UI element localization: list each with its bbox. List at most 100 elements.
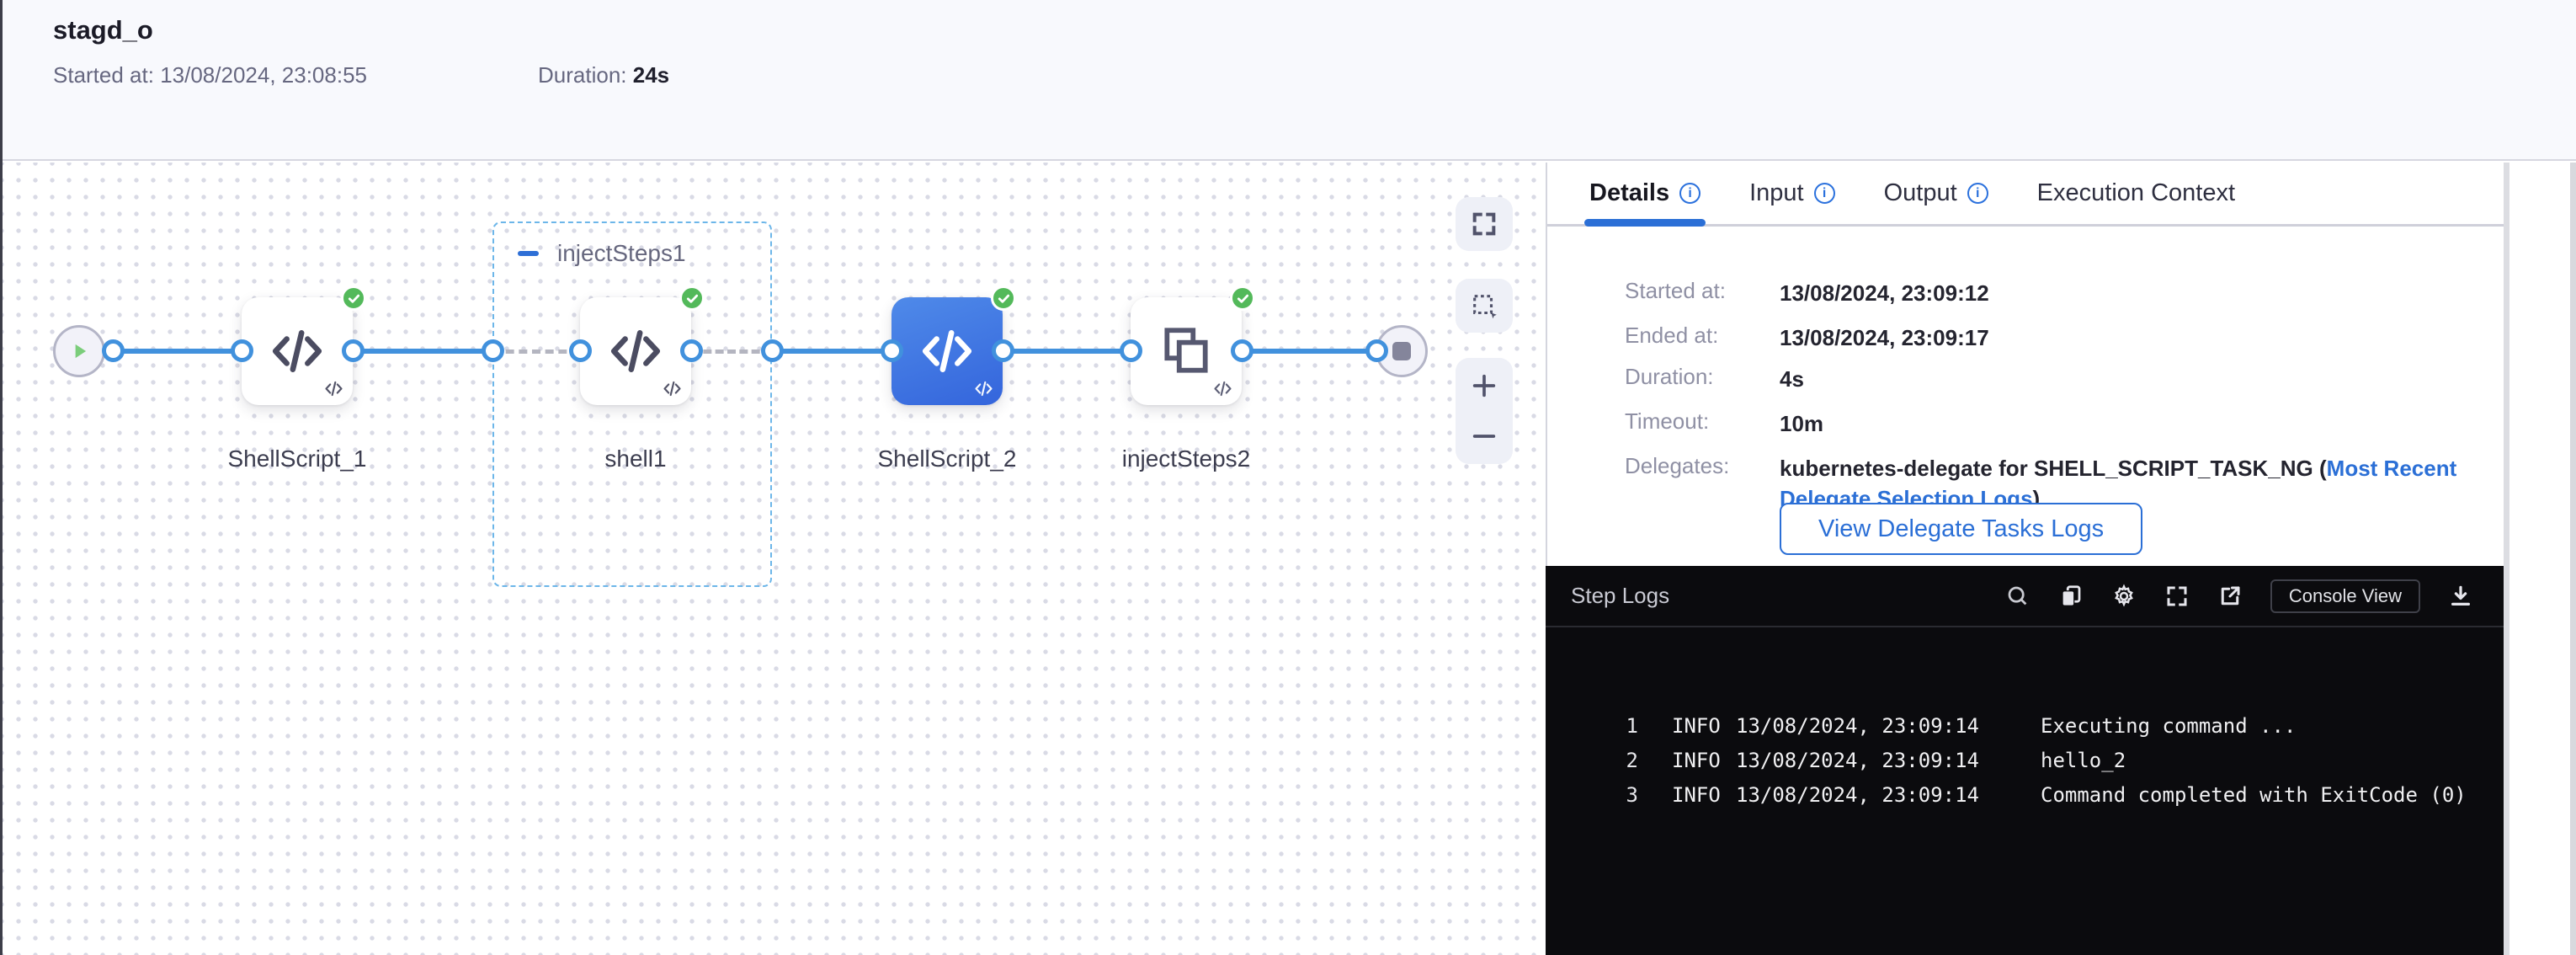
edge-group-to-shell1 [492, 349, 580, 354]
step-node-shellscript1[interactable] [242, 285, 366, 405]
log-line: 2 INFO 13/08/2024, 23:09:14 hello_2 [1626, 749, 2126, 772]
step-node-injectsteps2[interactable] [1131, 285, 1255, 405]
connector-point [482, 339, 504, 362]
log-line: 1 INFO 13/08/2024, 23:09:14 Executing co… [1626, 714, 2297, 738]
shell-script-icon [272, 330, 322, 372]
shell-script-icon [610, 330, 661, 372]
step-label-shell1: shell1 [604, 445, 667, 472]
copy-icon [2062, 584, 2081, 606]
success-check-icon [341, 285, 366, 311]
marquee-select-icon [1473, 295, 1497, 319]
download-logs-button[interactable] [2448, 584, 2473, 609]
connector-point [342, 339, 365, 362]
stage-header: stagd_o Started at: 13/08/2024, 23:08:55… [3, 0, 2576, 161]
shell-script-icon [922, 330, 972, 372]
step-group-label: injectSteps1 [557, 240, 686, 266]
gear-icon [2114, 584, 2133, 606]
open-in-new-tab-button[interactable] [2217, 584, 2243, 609]
step-label-shellscript2: ShellScript_2 [877, 445, 1017, 472]
search-icon [2008, 586, 2027, 605]
info-icon[interactable] [1679, 183, 1701, 204]
log-lines[interactable]: 1 INFO 13/08/2024, 23:09:14 Executing co… [1546, 627, 2504, 818]
code-badge-icon [1214, 381, 1232, 397]
step-node-shellscript2[interactable] [891, 285, 1016, 405]
canvas-fullscreen-button[interactable] [1456, 197, 1513, 251]
details-tabbar: Details Input Output Execution Context [1547, 163, 2504, 227]
console-view-button[interactable]: Console View [2270, 579, 2420, 613]
expand-logs-button[interactable] [2164, 584, 2190, 609]
connector-point [569, 339, 592, 362]
started-at-meta: Started at: 13/08/2024, 23:08:55 [53, 62, 367, 88]
details-scrollbar[interactable] [2504, 163, 2509, 955]
connector-point [1365, 339, 1388, 362]
step-label-injectsteps2: injectSteps2 [1121, 445, 1251, 472]
duration-meta: Duration: 24s [538, 62, 669, 88]
field-timeout: Timeout: 10m [1625, 408, 1824, 436]
download-icon [2451, 585, 2470, 606]
stop-icon [1392, 342, 1411, 360]
code-badge-icon [975, 381, 993, 397]
expand-icon [2167, 586, 2187, 606]
tab-input[interactable]: Input [1749, 163, 1835, 224]
edge-injectsteps2-to-end [1242, 349, 1376, 354]
pipeline-canvas[interactable]: injectSteps1 ShellScript_1 shell1 Sh [3, 163, 1546, 955]
duration-value: 24s [632, 62, 670, 88]
zoom-out-icon[interactable] [1470, 422, 1498, 451]
delegate-text-suffix: ) [2032, 486, 2041, 511]
step-logs-title: Step Logs [1571, 583, 1670, 608]
search-logs-button[interactable] [2005, 584, 2030, 609]
connector-point [102, 339, 125, 362]
duration-label: Duration: [538, 62, 627, 88]
page-scrollbar[interactable] [2570, 163, 2576, 955]
delegate-text: kubernetes-delegate for SHELL_SCRIPT_TAS… [1780, 456, 2327, 481]
connector-point [1120, 339, 1142, 362]
collapse-group-icon[interactable] [518, 251, 539, 256]
field-duration: Duration: 4s [1625, 364, 1804, 392]
edge-start-to-shellscript1 [113, 349, 242, 354]
edge-shellscript1-to-group [353, 349, 492, 354]
step-label-shellscript1: ShellScript_1 [227, 445, 367, 472]
tab-output[interactable]: Output [1884, 163, 1988, 224]
connector-point [1231, 339, 1253, 362]
step-group-injectSteps1[interactable] [492, 221, 772, 587]
stage-title: stagd_o [53, 15, 153, 45]
pipeline-start-node[interactable] [53, 325, 105, 377]
log-line: 3 INFO 13/08/2024, 23:09:14 Command comp… [1626, 783, 2467, 807]
edge-shell1-to-groupout [691, 349, 772, 354]
connector-point [761, 339, 784, 362]
field-ended-at: Ended at: 13/08/2024, 23:09:17 [1625, 323, 1989, 350]
info-icon[interactable] [1813, 183, 1835, 204]
window-left-edge [0, 0, 3, 955]
step-node-shell1[interactable] [580, 285, 705, 405]
step-group-header[interactable]: injectSteps1 [518, 240, 686, 267]
copy-logs-button[interactable] [2058, 584, 2084, 609]
connector-point [231, 339, 253, 362]
canvas-marquee-select-button[interactable] [1456, 279, 1513, 333]
zoom-in-icon[interactable] [1470, 371, 1498, 400]
success-check-icon [1230, 285, 1255, 311]
step-logs-header: Step Logs Console View [1546, 566, 2504, 627]
code-badge-icon [325, 381, 343, 397]
play-icon [75, 344, 87, 359]
connector-point [992, 339, 1014, 362]
code-badge-icon [663, 381, 681, 397]
info-icon[interactable] [1967, 183, 1988, 204]
view-delegate-tasks-logs-button[interactable]: View Delegate Tasks Logs [1780, 503, 2143, 555]
success-check-icon [991, 285, 1016, 311]
edge-group-to-shellscript2 [772, 349, 891, 354]
connector-point [881, 339, 903, 362]
fullscreen-icon [1472, 212, 1496, 236]
field-started-at: Started at: 13/08/2024, 23:09:12 [1625, 278, 1989, 306]
external-link-icon [2221, 586, 2240, 605]
log-settings-button[interactable] [2111, 584, 2137, 609]
step-logs-panel: Step Logs Console View 1 [1546, 566, 2504, 955]
tab-details[interactable]: Details [1583, 163, 1706, 227]
inject-steps-icon [1164, 328, 1208, 373]
started-at-label: Started at: [53, 62, 154, 88]
success-check-icon [679, 285, 705, 311]
started-at-value: 13/08/2024, 23:08:55 [160, 62, 367, 88]
edge-shellscript2-to-injectsteps2 [1003, 349, 1131, 354]
tab-execution-context[interactable]: Execution Context [2036, 179, 2236, 206]
step-logs-toolbar: Console View [2005, 579, 2473, 613]
connector-point [680, 339, 703, 362]
